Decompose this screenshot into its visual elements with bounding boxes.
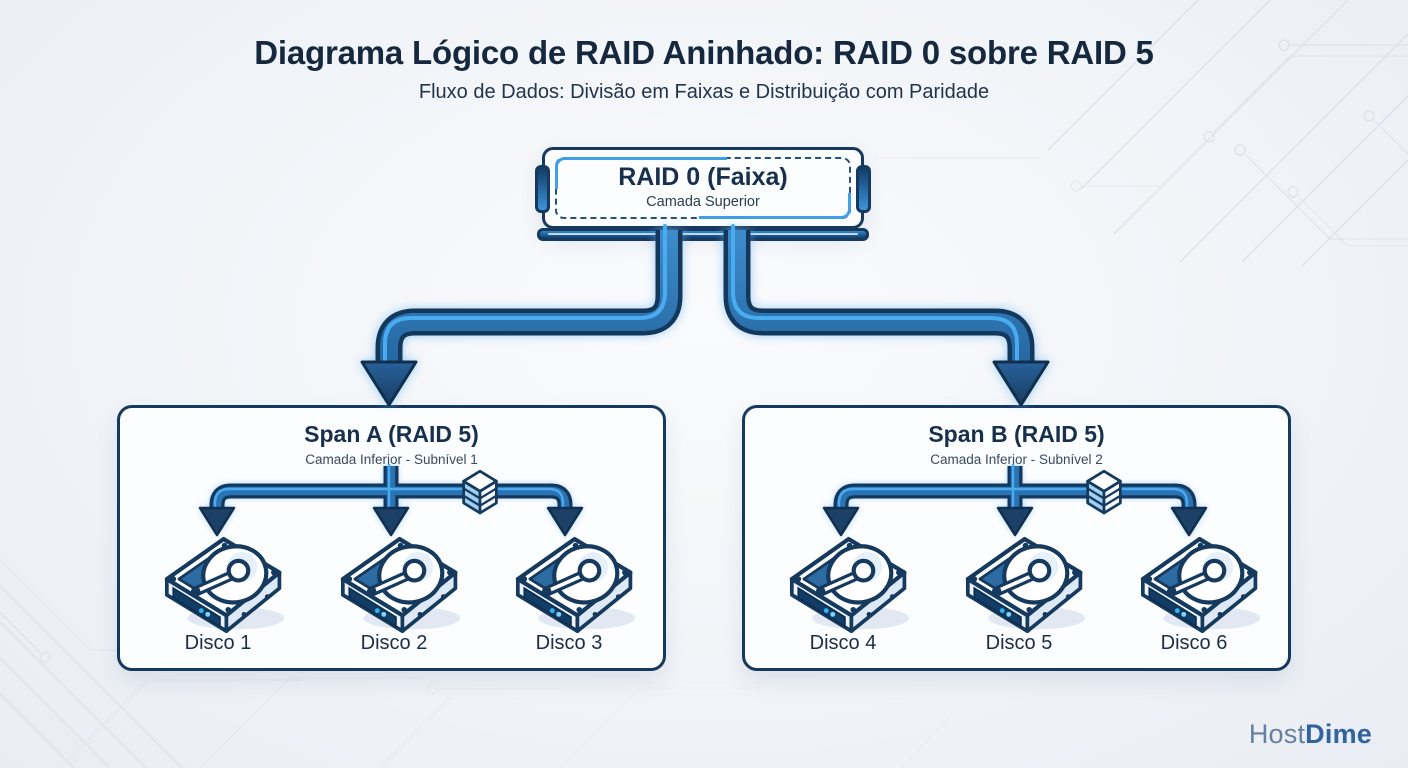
raid0-left-tab	[535, 165, 550, 213]
hdd-icon	[499, 526, 639, 633]
arrow-down-icon	[360, 360, 418, 407]
disk-3-label: Disco 3	[535, 632, 603, 654]
hdd-icon	[148, 526, 288, 633]
disk-2-label: Disco 2	[360, 632, 428, 654]
disk-4	[773, 526, 913, 636]
raid0-node: RAID 0 (Faixa) Camada Superior	[535, 147, 871, 241]
raid0-label: RAID 0 (Faixa)	[618, 163, 788, 191]
disk-6	[1124, 526, 1264, 636]
branch-pipe-right	[723, 224, 1050, 407]
hostdime-logo: HostDime	[1249, 719, 1372, 750]
branch-pipe-left	[360, 224, 683, 407]
disk-1-label: Disco 1	[184, 632, 252, 654]
disk-6-label: Disco 6	[1160, 632, 1228, 654]
hdd-icon	[1124, 526, 1264, 633]
hdd-icon	[949, 526, 1089, 633]
disk-4-label: Disco 4	[809, 632, 877, 654]
disk-5-label: Disco 5	[985, 632, 1053, 654]
span-b-subtitle: Camada Inferior - Subnível 2	[930, 452, 1103, 467]
disk-3	[499, 526, 639, 636]
raid0-frame-accent-top-left	[555, 157, 727, 189]
hdd-icon	[324, 526, 464, 633]
raid0-right-tab	[856, 165, 871, 213]
disk-5	[949, 526, 1089, 636]
span-a-title: Span A (RAID 5)	[304, 421, 479, 447]
branch-pipes	[360, 224, 1050, 407]
disk-2	[324, 526, 464, 636]
span-b-box: Span B (RAID 5) Camada Inferior - Subnív…	[742, 405, 1291, 671]
span-b-title: Span B (RAID 5)	[928, 421, 1105, 447]
raid0-frame-accent-bottom-right	[699, 193, 851, 219]
arrow-down-icon	[992, 360, 1050, 407]
raid0-sublabel: Camada Superior	[646, 194, 760, 210]
logo-dime: Dime	[1305, 719, 1372, 749]
logo-host: Host	[1248, 719, 1306, 749]
page-subtitle: Fluxo de Dados: Divisão em Faixas e Dist…	[418, 81, 990, 103]
hdd-icon	[773, 526, 913, 633]
span-a-subtitle: Camada Inferior - Subnível 1	[305, 452, 478, 467]
span-a-box: Span A (RAID 5) Camada Inferior - Subnív…	[117, 405, 666, 671]
raid0-base-tray	[537, 228, 869, 241]
disk-1	[148, 526, 288, 636]
page-title: Diagrama Lógico de RAID Aninhado: RAID 0…	[254, 34, 1154, 71]
